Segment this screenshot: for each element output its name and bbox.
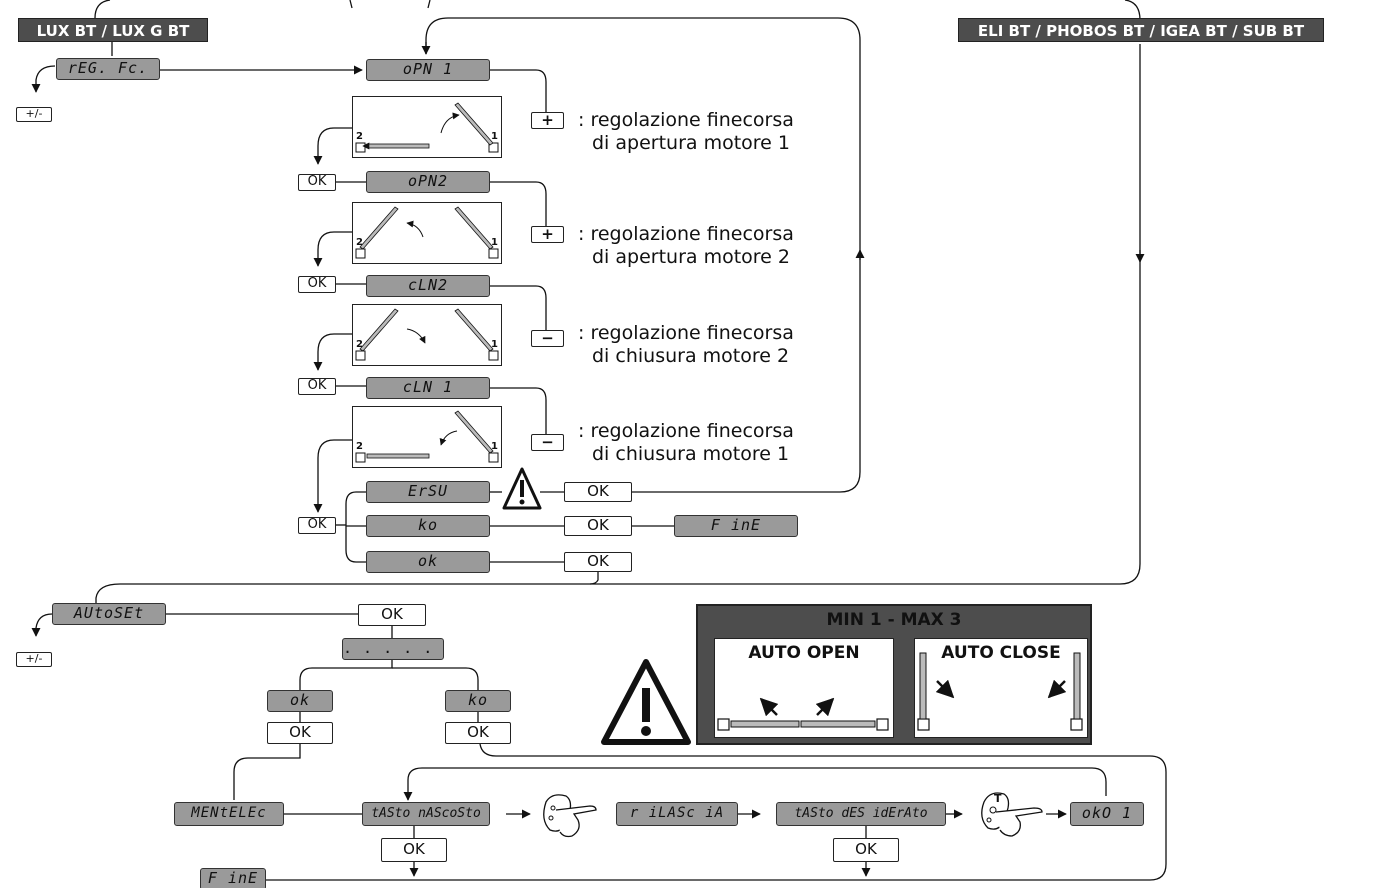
gate-label-1: 1 [491, 237, 498, 248]
ok-button[interactable]: OK [298, 517, 336, 534]
plus-minus-button[interactable]: +/- [16, 652, 52, 667]
ok-button[interactable]: OK [381, 838, 447, 862]
display-ersu: ErSU [366, 481, 490, 503]
display-fine-bottom: F inE [200, 868, 266, 888]
gate-diagram-opening-2: 2 1 [352, 202, 502, 264]
ok-button[interactable]: OK [833, 838, 899, 862]
autoset-range-title: MIN 1 - MAX 3 [826, 610, 962, 630]
auto-open-drawing [717, 697, 889, 731]
warning-icon [601, 659, 691, 745]
auto-close-panel: AUTO CLOSE [914, 638, 1088, 738]
ok-button[interactable]: OK [298, 276, 336, 293]
gate-label-2: 2 [356, 339, 363, 350]
header-eli: ELI BT / PHOBOS BT / IGEA BT / SUB BT [958, 18, 1324, 42]
note-opening-motor-1: : regolazione finecorsa di apertura moto… [578, 109, 794, 155]
ok-button[interactable]: OK [267, 722, 333, 744]
gate-drawing [355, 102, 499, 153]
ok-button[interactable]: OK [564, 552, 632, 572]
gate-drawing [355, 410, 499, 463]
gate-label-2: 2 [356, 237, 363, 248]
remote-press-desired-key-icon [981, 792, 1043, 837]
note-line: di chiusura motore 1 [592, 443, 790, 465]
minus-button[interactable]: − [531, 330, 564, 347]
display-ko: ko [366, 515, 490, 537]
display-opn1: oPN 1 [366, 59, 490, 81]
display-mentelec: MENtELEc [174, 802, 284, 826]
autoset-info-panel: MIN 1 - MAX 3 AUTO OPEN AUTO CLOSE [696, 604, 1092, 745]
auto-open-panel: AUTO OPEN [714, 638, 894, 738]
display-opn2: oPN2 [366, 171, 490, 193]
minus-button[interactable]: − [531, 434, 564, 451]
note-opening-motor-2: : regolazione finecorsa di apertura moto… [578, 223, 794, 269]
header-lux: LUX BT / LUX G BT [18, 18, 208, 42]
ok-button[interactable]: OK [298, 378, 336, 395]
gate-diagram-opening-1: 2 1 [352, 96, 502, 158]
display-reg-fc: rEG. Fc. [56, 58, 160, 80]
note-line: di apertura motore 1 [592, 132, 790, 154]
display-fine: F inE [674, 515, 798, 537]
ok-button[interactable]: OK [445, 722, 511, 744]
ok-button[interactable]: OK [358, 604, 426, 626]
display-autoset: AUtoSEt [52, 603, 166, 625]
note-line: di apertura motore 2 [592, 246, 790, 268]
note-line: : regolazione finecorsa [578, 322, 794, 344]
auto-close-drawing [917, 652, 1083, 731]
warning-icon [502, 467, 542, 510]
display-tasto-desiderato: tASto dES idErAto [776, 802, 946, 826]
display-cln2: cLN2 [366, 275, 490, 297]
display-ko-result: ko [445, 690, 511, 712]
display-dots: . . . . . . [342, 638, 444, 660]
gate-label-1: 1 [491, 441, 498, 452]
plus-button[interactable]: + [531, 226, 564, 243]
auto-open-label: AUTO OPEN [748, 643, 860, 663]
gate-label-1: 1 [491, 131, 498, 142]
plus-button[interactable]: + [531, 112, 564, 129]
display-ok: ok [366, 551, 490, 573]
plus-minus-button[interactable]: +/- [16, 107, 52, 122]
display-ok-result: ok [267, 690, 333, 712]
note-closing-motor-1: : regolazione finecorsa di chiusura moto… [578, 420, 794, 466]
display-tasto-nascosto: tASto nAScoSto [362, 802, 490, 826]
gate-diagram-closing-2: 2 1 [352, 304, 502, 366]
note-closing-motor-2: : regolazione finecorsa di chiusura moto… [578, 322, 794, 368]
note-line: : regolazione finecorsa [578, 109, 794, 131]
ok-button[interactable]: OK [564, 516, 632, 536]
gate-drawing [355, 308, 499, 361]
remote-press-hidden-key-icon [543, 794, 597, 838]
note-line: : regolazione finecorsa [578, 223, 794, 245]
gate-diagram-closing-1: 2 1 [352, 406, 502, 468]
display-ok01: okO 1 [1070, 802, 1144, 826]
remote-key-label: T [994, 792, 1002, 805]
gate-label-2: 2 [356, 441, 363, 452]
auto-close-label: AUTO CLOSE [941, 643, 1061, 663]
gate-label-2: 2 [356, 131, 363, 142]
gate-label-1: 1 [491, 339, 498, 350]
ok-button[interactable]: OK [564, 482, 632, 502]
note-line: di chiusura motore 2 [592, 345, 790, 367]
gate-drawing [355, 206, 499, 259]
ok-button[interactable]: OK [298, 174, 336, 191]
display-cln1: cLN 1 [366, 377, 490, 399]
note-line: : regolazione finecorsa [578, 420, 794, 442]
display-rilascia: r iLASc iA [616, 802, 738, 826]
